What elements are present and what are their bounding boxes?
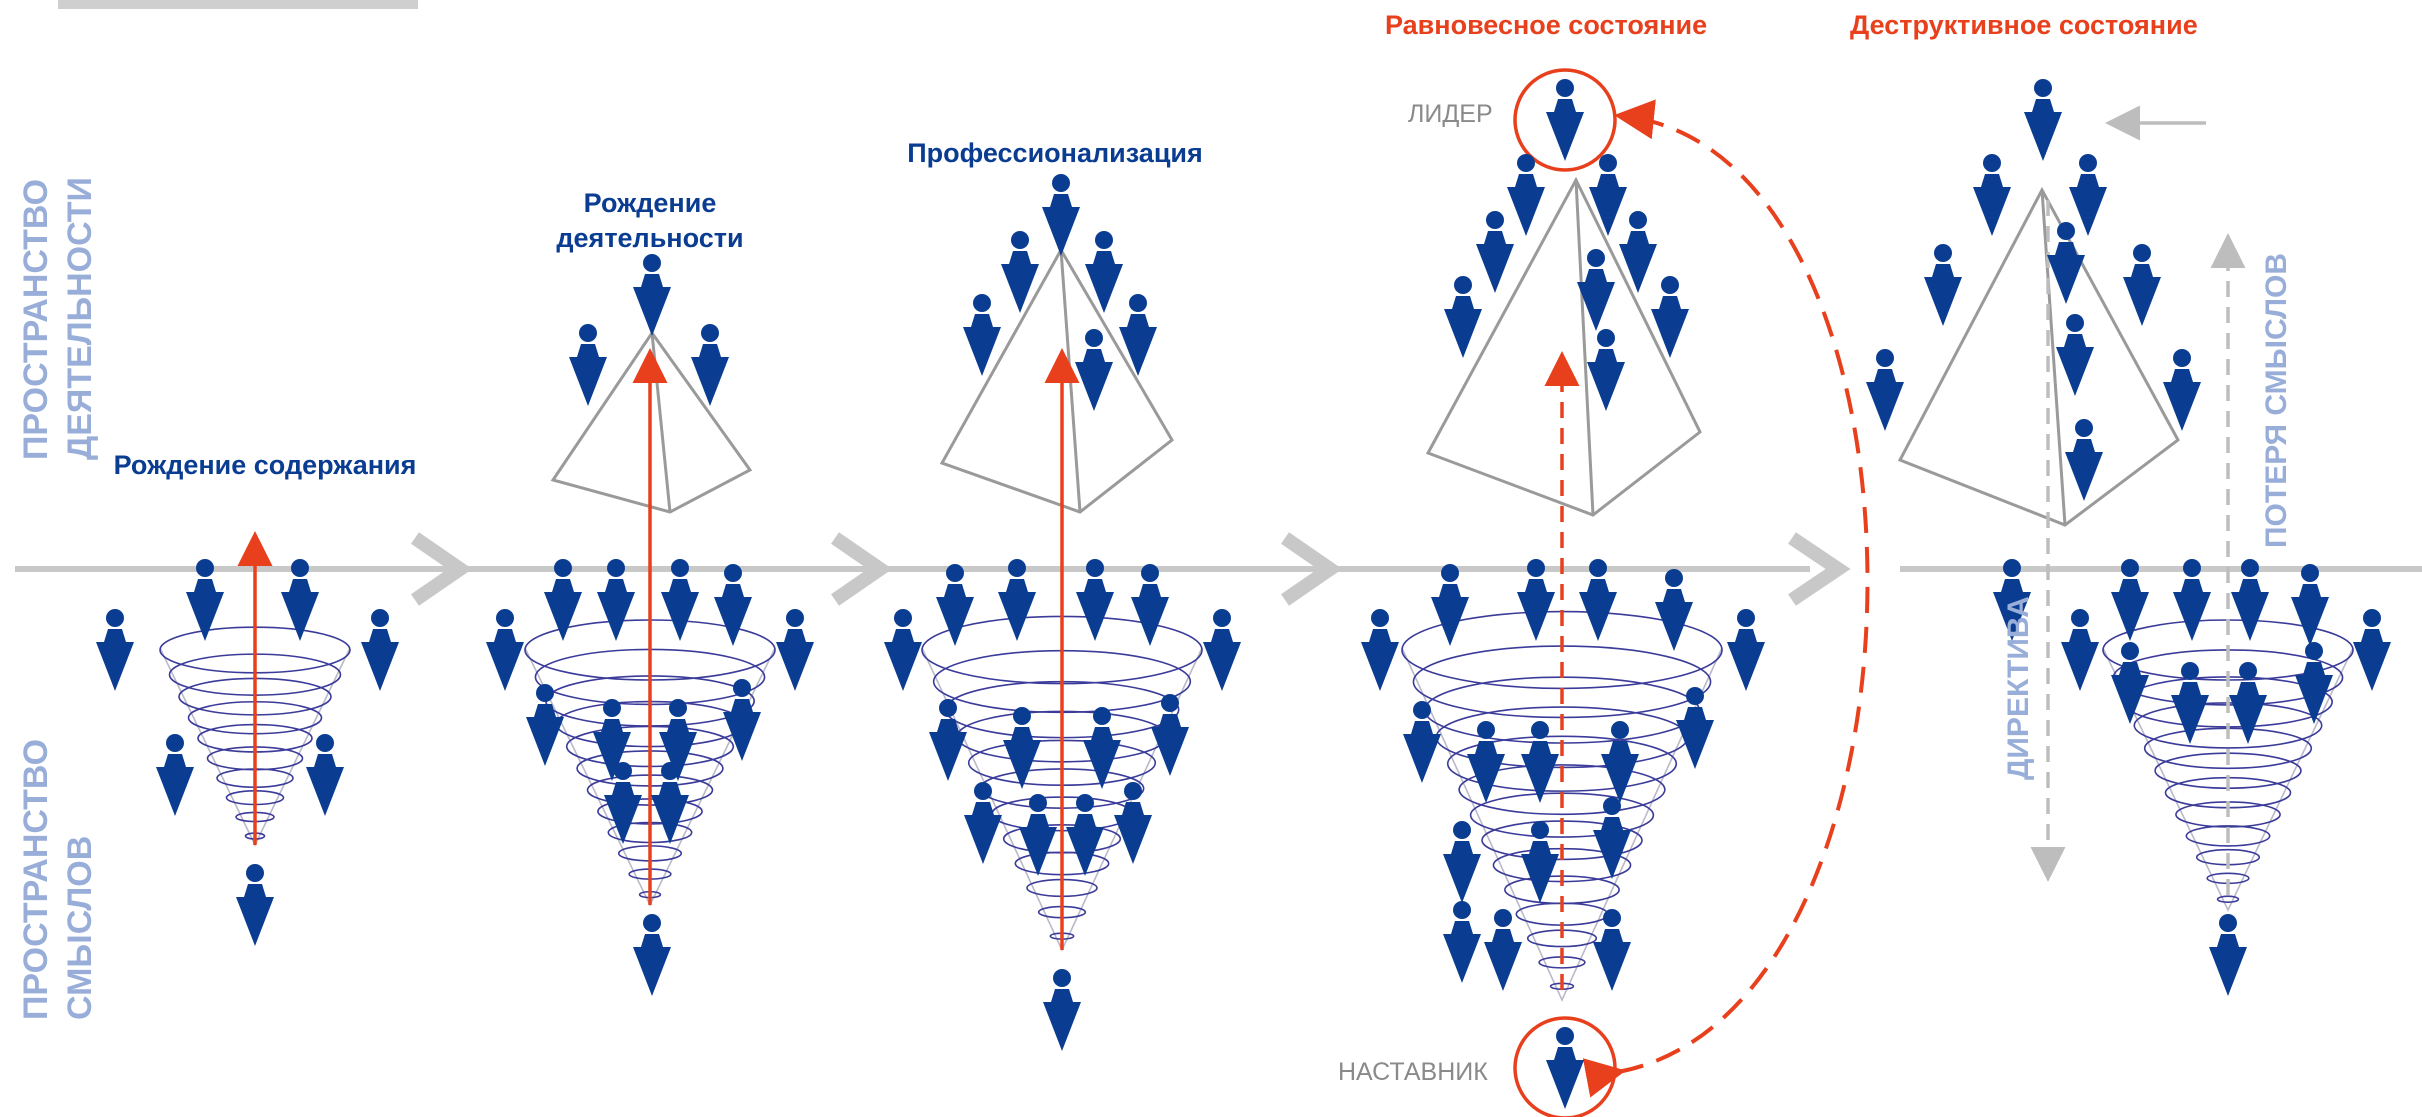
spiral-turn: [1424, 676, 1700, 744]
person-icon: [1484, 909, 1522, 991]
person-icon: [96, 609, 134, 691]
person-icon: [1521, 821, 1559, 903]
person-icon: [633, 914, 671, 996]
person-icon: [1431, 564, 1469, 646]
person-icon: [2111, 642, 2149, 724]
person-icon: [651, 762, 689, 844]
chevron-icon: [1281, 532, 1343, 606]
person-icon: [2291, 564, 2329, 646]
stage-title-content-birth: Рождение содержания: [113, 450, 417, 480]
person-icon: [236, 864, 274, 946]
person-icon: [963, 294, 1001, 376]
person-icon: [1546, 1027, 1584, 1109]
person-icon: [1443, 821, 1481, 903]
person-icon: [1546, 79, 1584, 161]
state-title-equilibrium: Равновесное состояние: [1385, 10, 1708, 40]
person-icon: [1361, 609, 1399, 691]
chevron-icon: [831, 532, 893, 606]
person-icon: [1587, 329, 1625, 411]
person-icon: [569, 324, 607, 406]
person-icon: [2056, 314, 2094, 396]
person-icon: [361, 609, 399, 691]
person-icon: [1507, 154, 1545, 236]
pyramid-outline: [1897, 186, 2180, 527]
role-label-leader: ЛИДЕР: [1408, 100, 1493, 128]
person-icon: [486, 609, 524, 691]
person-icon: [2229, 662, 2267, 744]
person-icon: [1973, 154, 2011, 236]
person-icon: [2024, 79, 2062, 161]
person-icon: [156, 734, 194, 816]
meaning-loss-label: ПОТЕРЯ СМЫСЛОВ: [2260, 253, 2293, 548]
person-icon: [776, 609, 814, 691]
stage-title-activity-birth: Рождение деятельности: [556, 188, 744, 253]
person-icon: [1043, 969, 1081, 1051]
role-label-mentor: НАСТАВНИК: [1338, 1058, 1488, 1086]
person-icon: [1083, 707, 1121, 789]
person-icon: [2061, 609, 2099, 691]
person-icon: [526, 684, 564, 766]
pyramid-outline: [939, 246, 1174, 514]
person-icon: [1443, 901, 1481, 983]
pyramid-edge: [1574, 179, 1595, 516]
person-icon: [1444, 276, 1482, 358]
person-icon: [1114, 782, 1152, 864]
person-icon: [1203, 609, 1241, 691]
timeline-axis: [15, 532, 2422, 606]
person-icon: [1601, 721, 1639, 803]
stage-title-professionalization: Профессионализация: [907, 138, 1203, 168]
person-icon: [2069, 154, 2107, 236]
person-icon: [1866, 349, 1904, 431]
pyramid-edge: [1059, 249, 1082, 513]
person-icon: [1151, 694, 1189, 776]
person-icon: [1924, 244, 1962, 326]
top-decor-bar: [58, 0, 418, 9]
person-icon: [1589, 154, 1627, 236]
cone-outline: [1401, 647, 1723, 1002]
person-icon: [936, 564, 974, 646]
spiral-turn: [2216, 895, 2240, 904]
person-icon: [964, 782, 1002, 864]
person-icon: [1403, 701, 1441, 783]
leader-mentor-arc: [1582, 99, 1870, 1098]
person-icon: [929, 699, 967, 781]
person-icon: [2353, 609, 2391, 691]
person-icon: [1476, 211, 1514, 293]
person-icon: [1075, 329, 1113, 411]
spiral-turn: [1458, 764, 1666, 816]
person-icon: [2209, 914, 2247, 996]
pyramid-outline: [1425, 176, 1702, 517]
person-icon: [1003, 707, 1041, 789]
pyramids-layer: [550, 176, 2180, 527]
chevron-icon: [411, 532, 473, 606]
person-icon: [2123, 244, 2161, 326]
person-icon: [1655, 569, 1693, 651]
arrows-layer: [237, 68, 2246, 1117]
person-icon: [1131, 564, 1169, 646]
spiral-turn: [1446, 735, 1678, 792]
person-icon: [1676, 687, 1714, 769]
directive-label: ДИРЕКТИВА: [2002, 596, 2035, 780]
person-icon: [1727, 609, 1765, 691]
pyramid-edge: [2040, 189, 2067, 526]
person-icon: [306, 734, 344, 816]
axis-label-activity: ПРОСТРАНСТВО ДЕЯТЕЛЬНОСТИ: [17, 177, 99, 460]
person-icon: [1119, 294, 1157, 376]
person-icon: [2047, 222, 2085, 304]
person-icon: [714, 564, 752, 646]
person-icon: [1042, 174, 1080, 256]
person-icon: [1467, 721, 1505, 803]
person-icon: [2065, 419, 2103, 501]
pyramid-edge: [650, 332, 672, 513]
axis-label-meaning: ПРОСТРАНСТВО СМЫСЛОВ: [17, 738, 99, 1020]
state-title-destructive: Деструктивное состояние: [1850, 10, 2198, 40]
spiral-turn: [2185, 825, 2271, 847]
person-icon: [2163, 349, 2201, 431]
person-icon: [633, 254, 671, 336]
chevron-icon: [1788, 532, 1851, 606]
person-icon: [884, 609, 922, 691]
person-icon: [723, 679, 761, 761]
